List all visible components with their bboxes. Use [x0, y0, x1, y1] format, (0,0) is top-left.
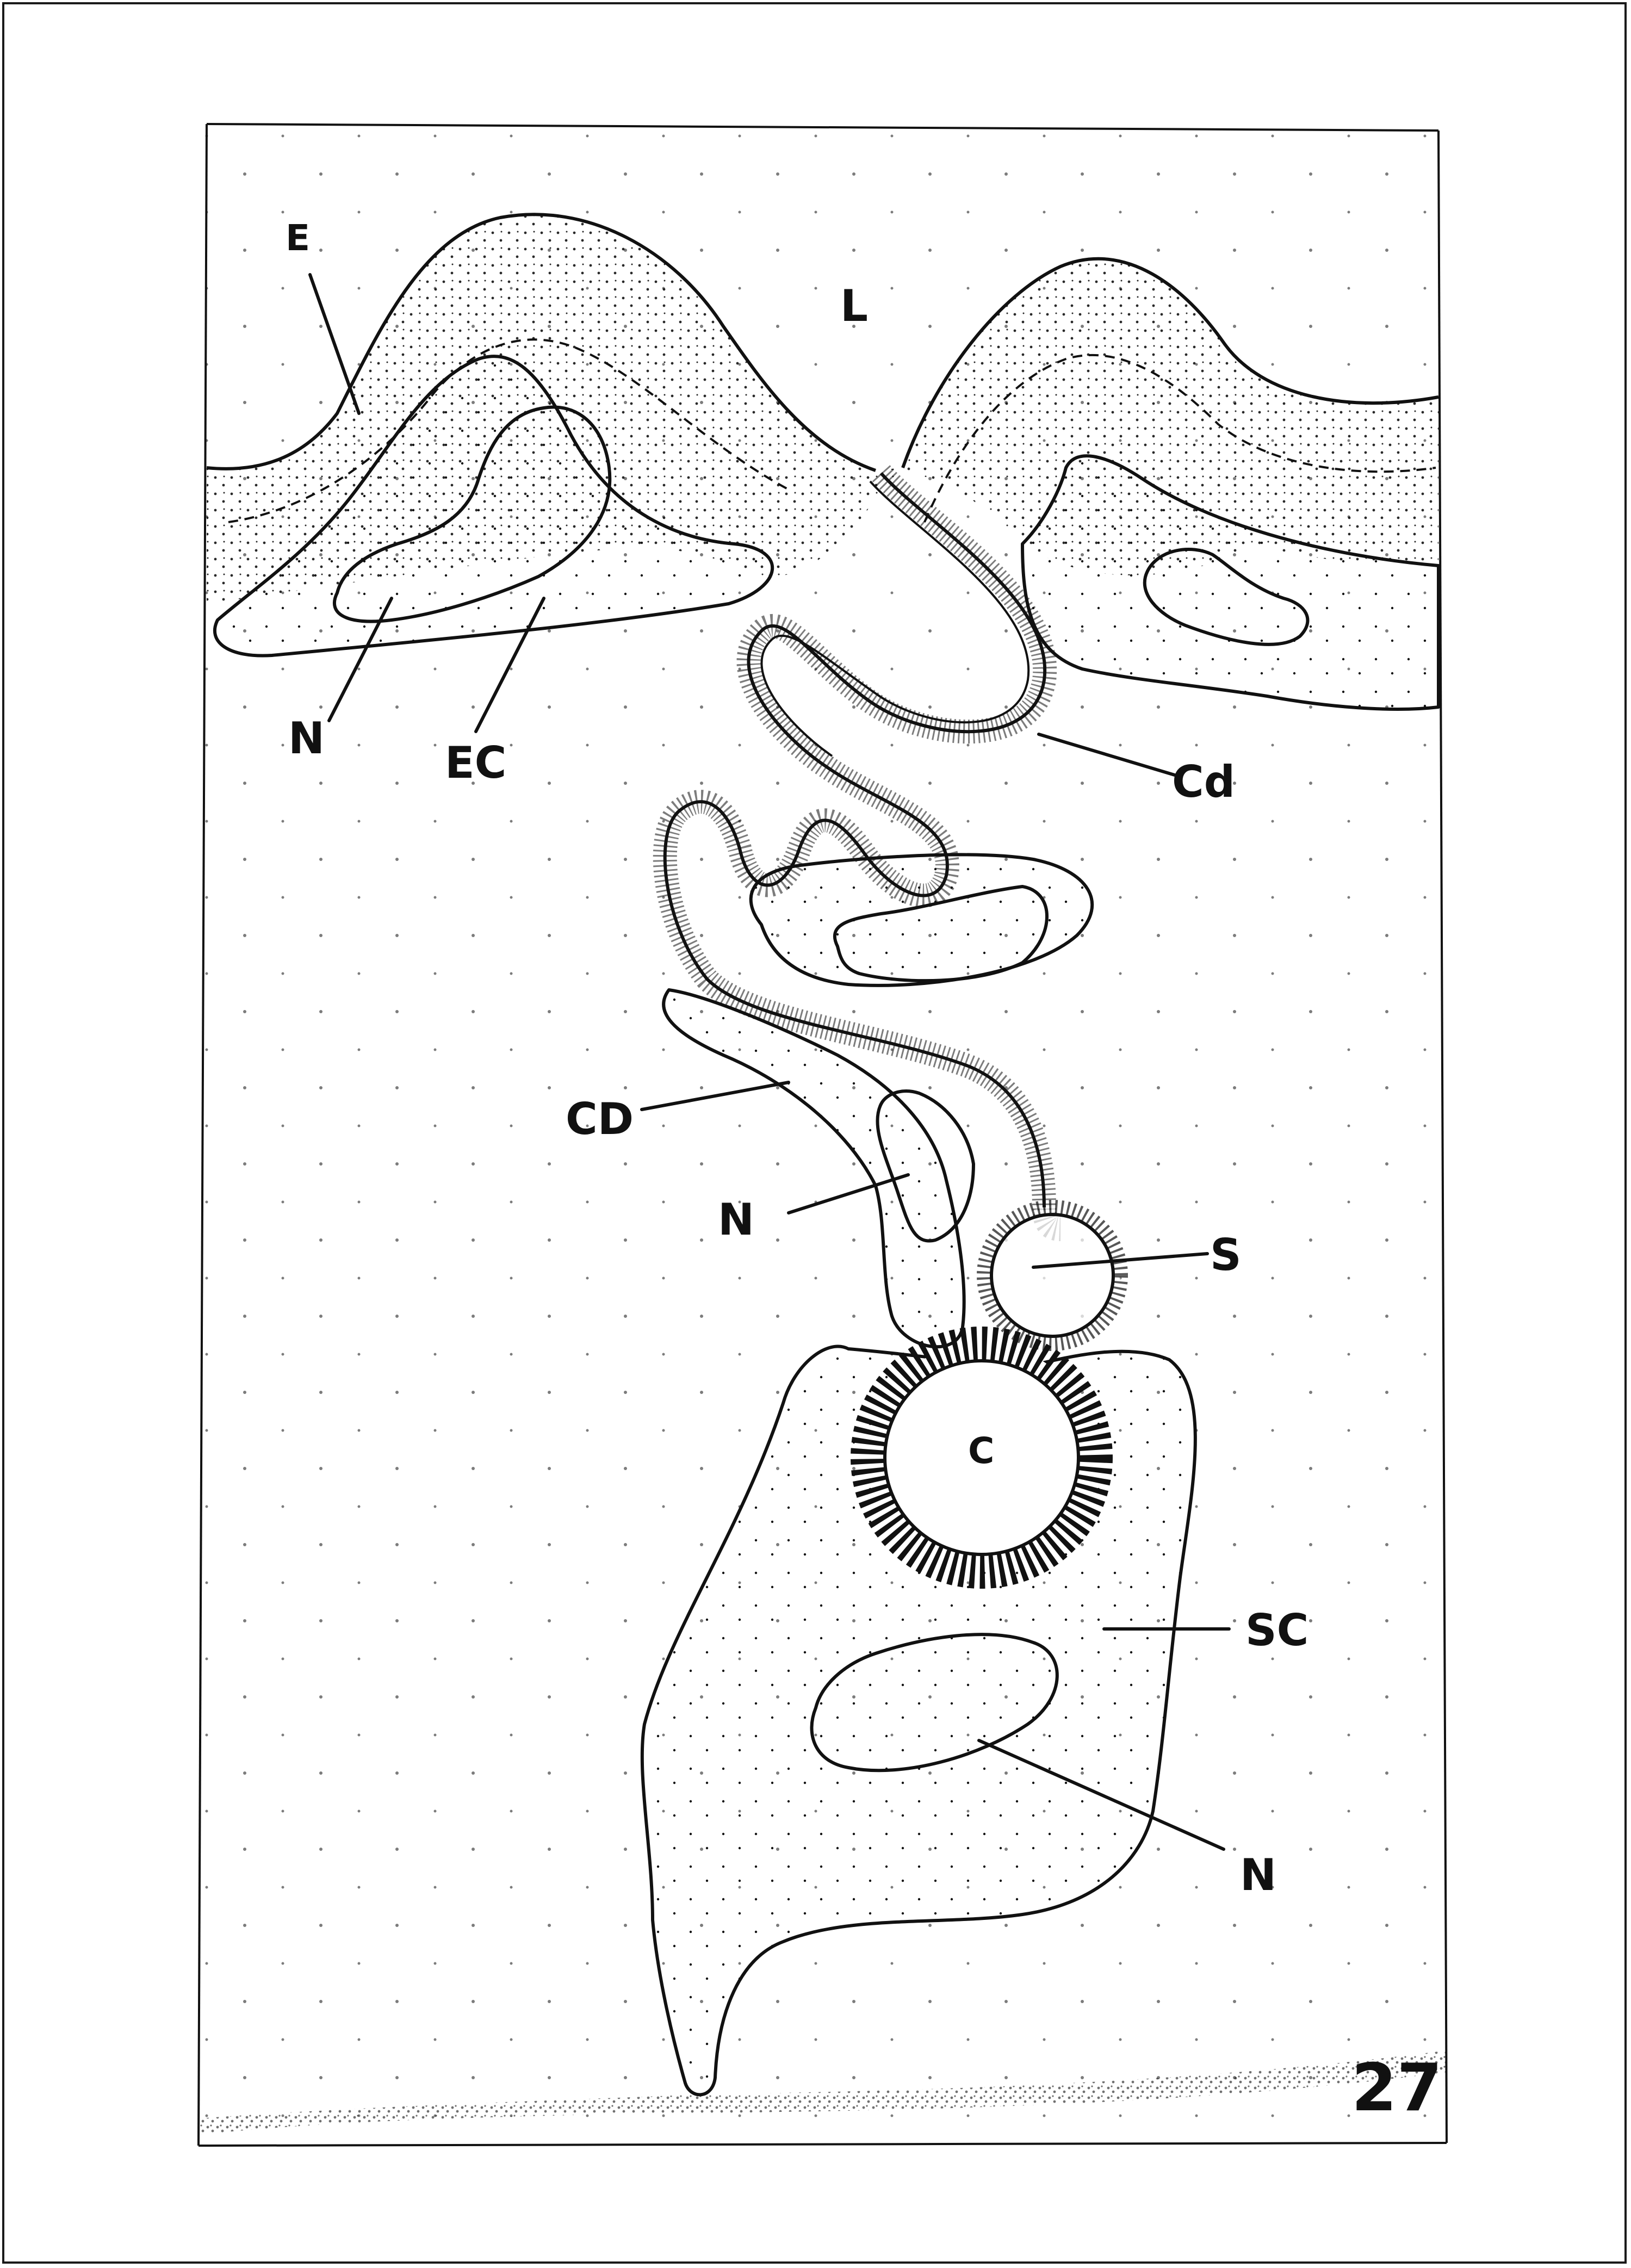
- sac: [984, 1207, 1120, 1343]
- label-L: L: [840, 281, 868, 331]
- label-N-bottom: N: [1240, 1850, 1276, 1900]
- label-E: E: [286, 217, 310, 259]
- label-N-top: N: [288, 713, 325, 764]
- label-SC: SC: [1245, 1605, 1308, 1656]
- label-CD: CD: [566, 1094, 634, 1144]
- label-S: S: [1210, 1230, 1242, 1280]
- figure-number: 27: [1351, 2050, 1442, 2126]
- label-N-mid: N: [718, 1194, 754, 1245]
- label-C: C: [968, 1430, 994, 1472]
- label-Cd: Cd: [1172, 757, 1235, 807]
- label-EC: EC: [445, 738, 506, 788]
